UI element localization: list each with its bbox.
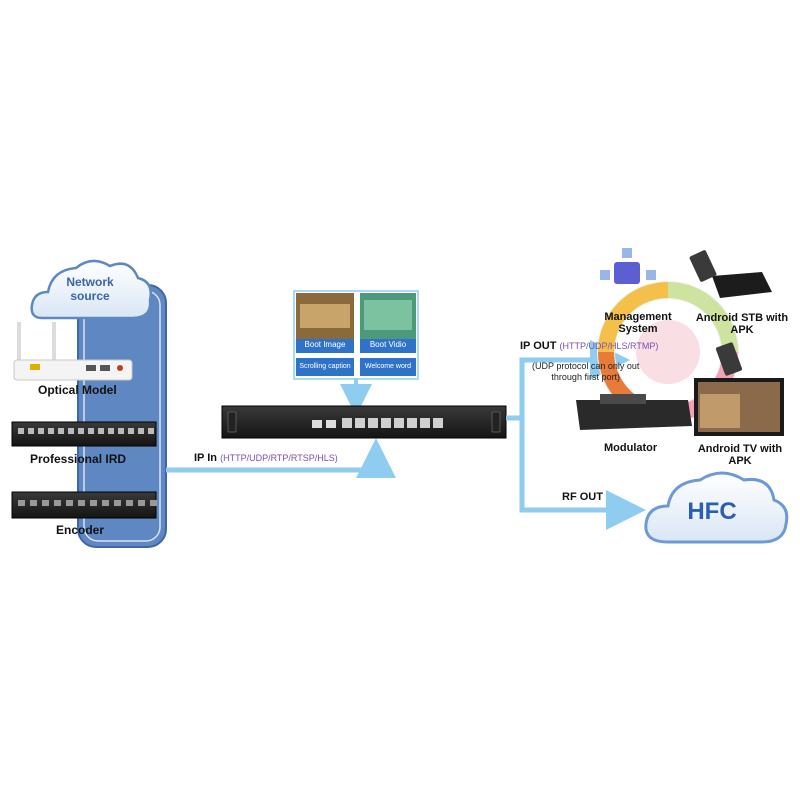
port	[18, 500, 25, 506]
port	[381, 418, 391, 428]
port	[78, 428, 84, 434]
modulator-label: Modulator	[604, 442, 658, 454]
port	[355, 418, 365, 428]
professional-ird-icon	[11, 421, 157, 447]
source-label-ird: Professional IRD	[30, 452, 127, 466]
management-system-icon	[600, 248, 656, 284]
port	[58, 428, 64, 434]
port	[78, 500, 85, 506]
source-label-encoder: Encoder	[56, 523, 105, 537]
port	[407, 418, 417, 428]
android-tv-icon	[694, 342, 784, 436]
android-stb-icon	[689, 250, 772, 298]
port	[68, 428, 74, 434]
port	[368, 418, 378, 428]
port	[54, 500, 61, 506]
feature-panel	[293, 290, 419, 380]
port	[38, 428, 44, 434]
port	[90, 500, 97, 506]
port	[118, 428, 124, 434]
port	[88, 428, 94, 434]
port	[433, 418, 443, 428]
port	[126, 500, 133, 506]
port	[102, 500, 109, 506]
source-label-optical: Optical Model	[38, 383, 117, 397]
boot-image-label: Boot Image	[304, 340, 346, 349]
port	[128, 428, 134, 434]
port	[138, 428, 144, 434]
port	[148, 428, 154, 434]
network-source-cloud	[30, 259, 152, 320]
rf-out-label: RF OUT	[562, 491, 603, 503]
scrolling-caption-label: Scrolling caption	[299, 363, 351, 370]
port	[98, 428, 104, 434]
port	[108, 428, 114, 434]
hfc-cloud	[644, 471, 789, 544]
port	[420, 418, 430, 428]
port	[138, 500, 145, 506]
hfc-label: HFC	[687, 498, 737, 525]
modulator-icon	[576, 394, 692, 430]
port	[114, 500, 121, 506]
ip-out-label: IP OUT (HTTP/UDP/HLS/RTMP)	[520, 340, 659, 352]
port	[66, 500, 73, 506]
optical-modem-icon	[13, 322, 133, 381]
port	[28, 428, 34, 434]
encoder-icon	[11, 491, 157, 519]
port	[394, 418, 404, 428]
port	[42, 500, 49, 506]
port	[342, 418, 352, 428]
welcome-word-label: Welcome word	[364, 363, 412, 370]
boot-video-label: Boot Vidio	[369, 340, 407, 349]
port	[48, 428, 54, 434]
ip-in-arrow	[166, 438, 396, 478]
ip-in-label: IP In (HTTP/UDP/RTP/RTSP/HLS)	[194, 452, 338, 464]
port	[30, 500, 37, 506]
port	[18, 428, 24, 434]
output-arrows	[506, 340, 646, 530]
port	[150, 500, 157, 506]
central-server-device	[221, 405, 507, 439]
